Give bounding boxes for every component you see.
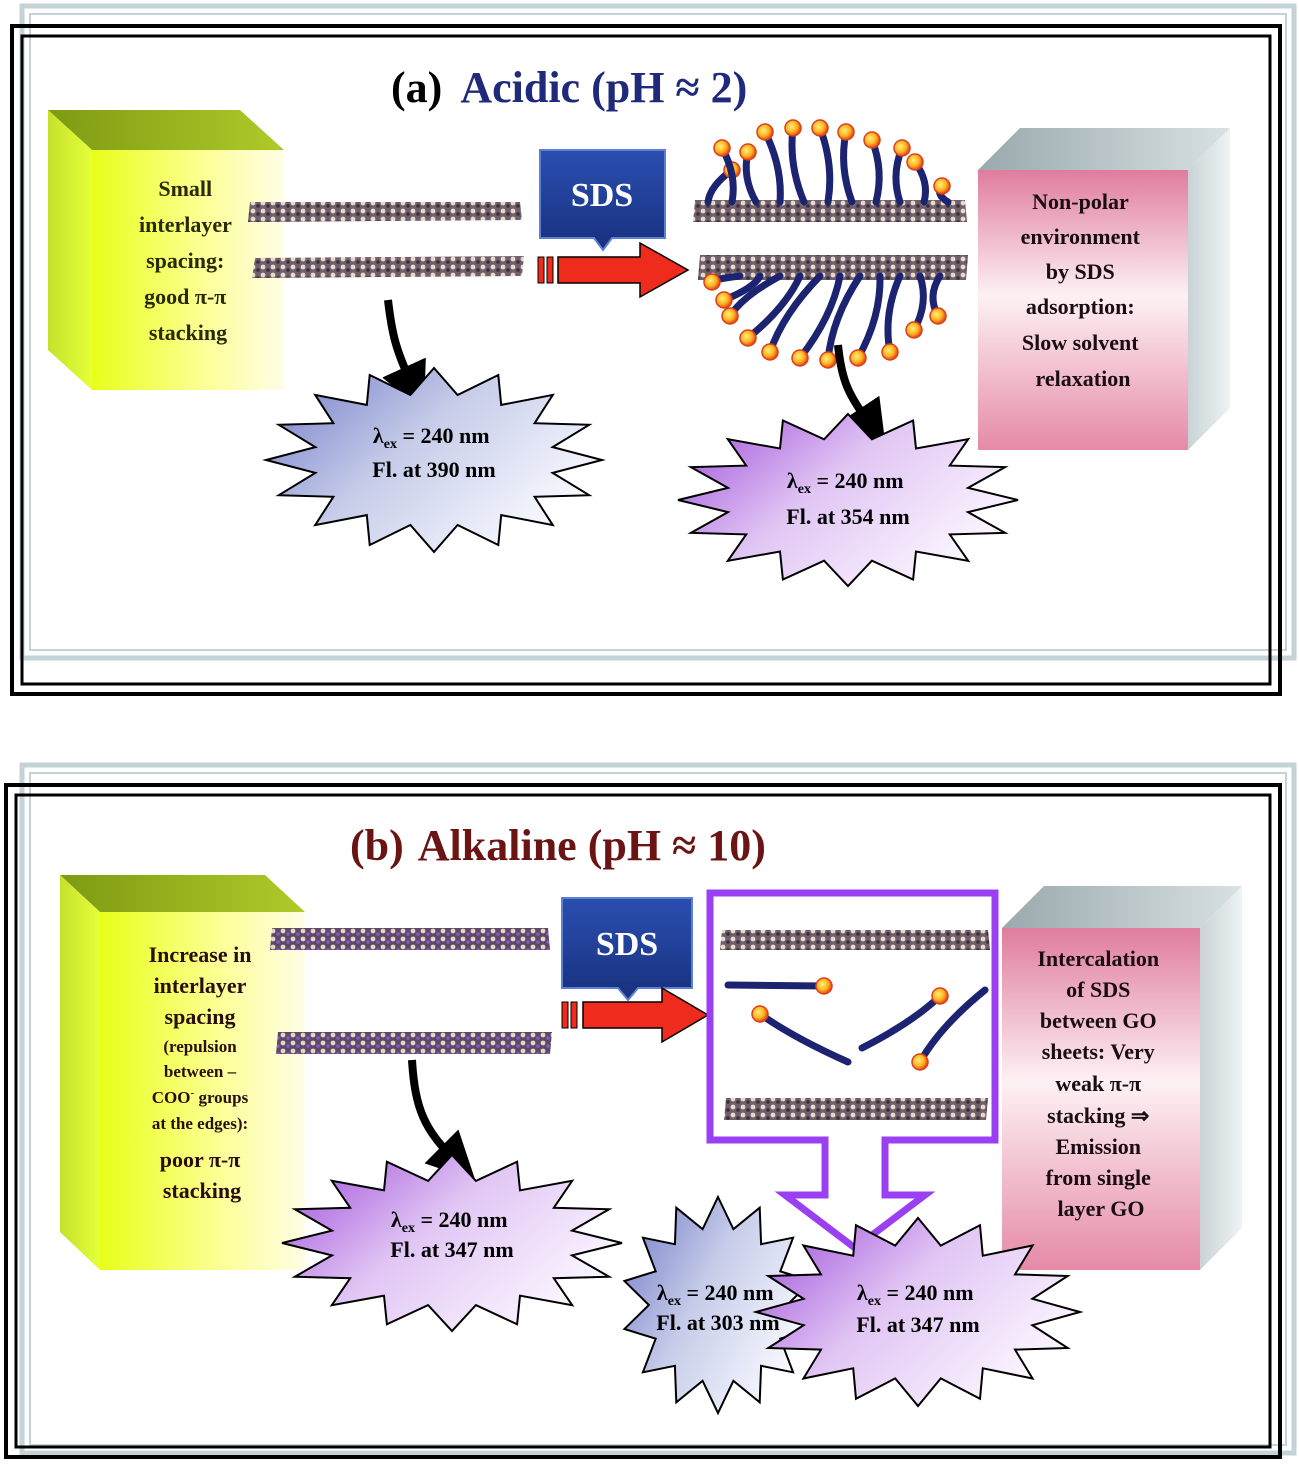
panel-b-burst-303 — [622, 1194, 814, 1416]
panel-b-burst-right-347 — [752, 1216, 1084, 1408]
sds-molecule-b-0-head — [815, 977, 833, 995]
sds-molecule-bottom-6-head — [819, 351, 837, 369]
panel-b-sds-box — [561, 897, 693, 1002]
sds-molecule-top-3-tail — [761, 128, 784, 206]
panel-a-sds-box — [539, 149, 666, 252]
sds-molecule-b-3-head — [911, 1053, 929, 1071]
panel-b-left-box — [60, 875, 305, 1270]
panel-a-frame — [10, 3, 1297, 696]
panel-b-burst-left-347 — [281, 1153, 623, 1333]
panel-b-frame — [4, 762, 1297, 1459]
panel-a-go-sheets-with-sds — [693, 200, 968, 280]
panel-a-arrow-black-left — [382, 299, 426, 412]
sds-molecule-top-10-head — [933, 177, 951, 195]
sds-molecule-bottom-2-head — [721, 307, 739, 325]
panel-b-burst-303-text: λex = 240 nm Fl. at 303 nm — [656, 1280, 779, 1335]
panel-b-intercalated-sheets — [720, 930, 990, 1120]
sds-molecule-bottom-7-tail — [854, 272, 884, 362]
panel-b-right-box — [1002, 886, 1242, 1270]
sds-molecule-top-7-tail — [868, 136, 883, 206]
panel-a-burst-390 — [262, 366, 606, 554]
sds-molecule-bottom-1-head — [715, 291, 733, 309]
sds-molecule-top-2-head — [739, 143, 757, 161]
panel-a-arrow-black-right — [834, 344, 886, 449]
sds-molecule-bottom-9-head — [905, 321, 923, 339]
panel-a-burst-354-text: λex = 240 nm Fl. at 354 nm — [786, 468, 909, 529]
sds-molecule-bottom-3-head — [739, 329, 757, 347]
panel-a-right-box-text: Non-polar environment by SDS adsorption:… — [1021, 189, 1146, 391]
sds-molecule-top-6-head — [837, 123, 855, 141]
panel-a-go-sheets — [248, 202, 524, 278]
panel-b-go-sheets — [270, 928, 552, 1054]
sds-molecule-b-2-head — [931, 987, 949, 1005]
panel-b-burst-left-347-text: λex = 240 nm Fl. at 347 nm — [390, 1207, 513, 1262]
panel-a-title: (a)Acidic (pH ≈ 2) — [391, 63, 747, 112]
panel-b-burst-right-347-text: λex = 240 nm Fl. at 347 nm — [856, 1280, 979, 1337]
sds-molecule-top-8-head — [893, 139, 911, 157]
panel-b-title: (b)Alkaline (pH ≈ 10) — [350, 821, 766, 870]
sds-molecule-bottom-8-tail — [884, 272, 904, 356]
sds-molecule-b-1-tail — [756, 1010, 852, 1066]
panel-b-arrow-black — [408, 1059, 476, 1181]
sds-molecule-top-9-head — [906, 153, 924, 171]
sds-molecule-top-3-head — [756, 123, 774, 141]
sds-molecule-bottom-0-head — [703, 273, 721, 291]
sds-molecule-top-4-head — [784, 119, 802, 137]
panel-b-left-box-text: Increase in interlayer spacing (repulsio… — [149, 942, 256, 1203]
panel-a-sds-label: SDS — [571, 177, 633, 214]
panel-b-right-box-text: Intercalation of SDS between GO sheets: … — [1037, 946, 1164, 1221]
panel-b-sds-label: SDS — [596, 926, 658, 963]
panel-a-burst-390-text: λex = 240 nm Fl. at 390 nm — [372, 423, 495, 482]
sds-molecule-bottom-10-head — [929, 307, 947, 325]
sds-molecule-top-5-tail — [816, 124, 834, 206]
sds-molecule-bottom-5-tail — [796, 272, 844, 362]
panel-a-red-arrow — [537, 241, 690, 299]
panel-a-sds-molecules-bottom — [703, 272, 947, 369]
sds-molecule-top-1-head — [713, 139, 731, 157]
sds-molecule-b-1-head — [751, 1005, 769, 1023]
panel-a-burst-354 — [677, 412, 1019, 588]
sds-molecule-b-0-tail — [724, 981, 828, 990]
sds-molecule-top-6-tail — [840, 128, 856, 206]
panel-b-intercalation-frame — [706, 889, 999, 1253]
panel-a-left-box-text: Small interlayer spacing: good π-π stack… — [139, 176, 237, 345]
sds-molecule-bottom-8-head — [881, 343, 899, 361]
panel-a-left-box — [48, 110, 284, 390]
sds-molecule-bottom-7-head — [849, 349, 867, 367]
panel-b-sds-molecules — [724, 977, 989, 1071]
sds-molecule-top-5-head — [811, 119, 829, 137]
sds-molecule-top-7-head — [863, 131, 881, 149]
sds-molecule-bottom-3-tail — [744, 272, 804, 342]
panel-b-red-arrow — [561, 986, 710, 1044]
sds-molecule-bottom-6-tail — [824, 272, 864, 364]
sds-molecule-top-4-tail — [788, 124, 808, 206]
sds-molecule-bottom-4-head — [761, 343, 779, 361]
panel-a-sds-molecules-top — [704, 119, 952, 206]
panel-a-right-box — [978, 128, 1230, 450]
sds-molecule-bottom-5-head — [791, 349, 809, 367]
